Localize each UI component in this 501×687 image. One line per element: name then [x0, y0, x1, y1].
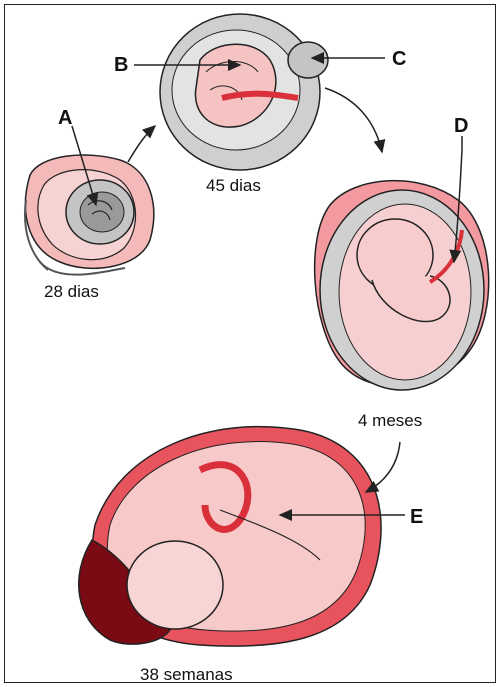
- stage-label-28-dias: 28 dias: [44, 282, 99, 301]
- stage-label-45-dias: 45 dias: [206, 176, 261, 195]
- label-e: E: [410, 506, 423, 528]
- arrow-stage1-to-stage2: [128, 126, 155, 162]
- label-c: C: [392, 48, 406, 70]
- embryo-28-days: [25, 155, 154, 275]
- label-d: D: [454, 115, 468, 137]
- embryo-45-days: [160, 14, 328, 170]
- arrow-stage2-to-stage3: [325, 88, 382, 152]
- fetus-38-weeks: [79, 427, 381, 647]
- fetus-4-months: [315, 181, 489, 390]
- stage-label-4-meses: 4 meses: [358, 411, 422, 430]
- label-b: B: [114, 54, 128, 76]
- label-a: A: [58, 107, 72, 129]
- stage-label-38-semanas: 38 semanas: [140, 665, 233, 684]
